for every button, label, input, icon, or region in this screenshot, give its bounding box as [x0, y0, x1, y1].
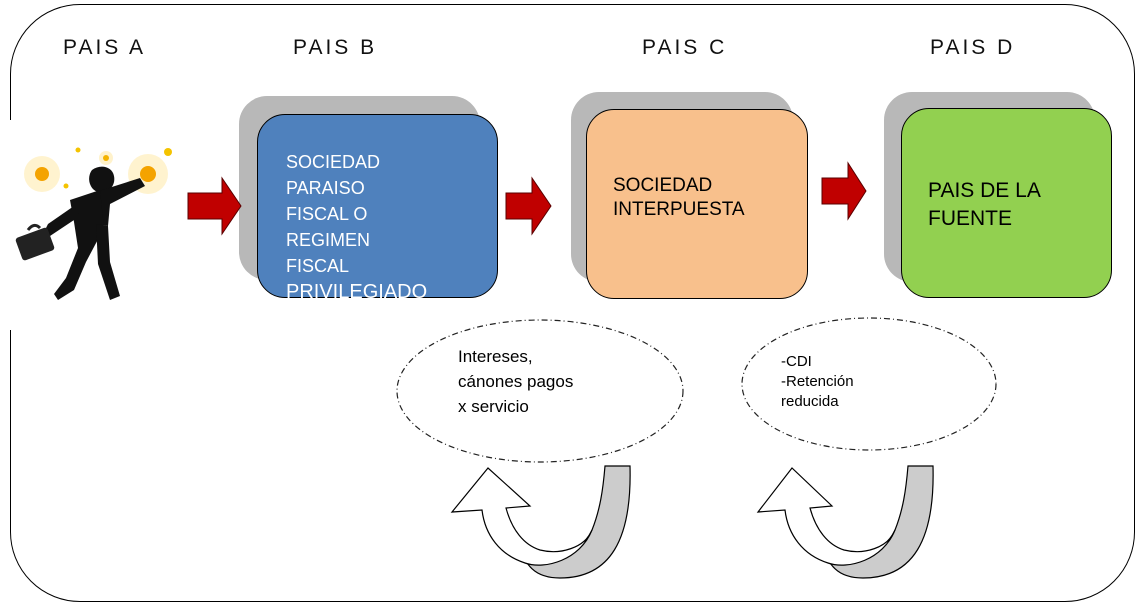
- flow-arrow-c-d: [821, 161, 867, 221]
- tax-haven-company-box: SOCIEDAD PARAISO FISCAL O REGIMEN FISCAL…: [257, 114, 498, 303]
- flow-arrow-a-b: [187, 176, 242, 236]
- payments-ellipse: [396, 319, 684, 463]
- country-label-d: PAIS D: [930, 36, 1016, 59]
- country-label-a: PAIS A: [63, 36, 146, 59]
- intermediary-company-label: SOCIEDAD INTERPUESTA: [613, 175, 745, 220]
- businessman-reaching-icon: [8, 120, 183, 330]
- source-country-label: PAIS DE LA FUENTE: [928, 179, 1041, 230]
- source-country-box: PAIS DE LA FUENTE: [901, 108, 1112, 298]
- country-label-b: PAIS B: [293, 36, 378, 59]
- treaty-note: -CDI -Retención reducida: [781, 353, 854, 410]
- tax-haven-company-label-main: SOCIEDAD PARAISO FISCAL O REGIMEN FISCAL: [286, 152, 381, 276]
- payments-note: Intereses, cánones pagos x servicio: [458, 347, 574, 416]
- curved-arrow-right: [756, 465, 934, 579]
- flow-arrow-b-c: [505, 176, 552, 236]
- intermediary-company-box: SOCIEDAD INTERPUESTA: [586, 109, 808, 299]
- treaty-ellipse: [741, 317, 997, 451]
- curved-arrow-left: [450, 465, 631, 579]
- country-label-c: PAIS C: [642, 36, 728, 59]
- tax-haven-company-label: SOCIEDAD PARAISO FISCAL O REGIMEN FISCAL…: [286, 149, 427, 305]
- tax-haven-company-label-last: PRIVILEGIADO: [286, 281, 428, 303]
